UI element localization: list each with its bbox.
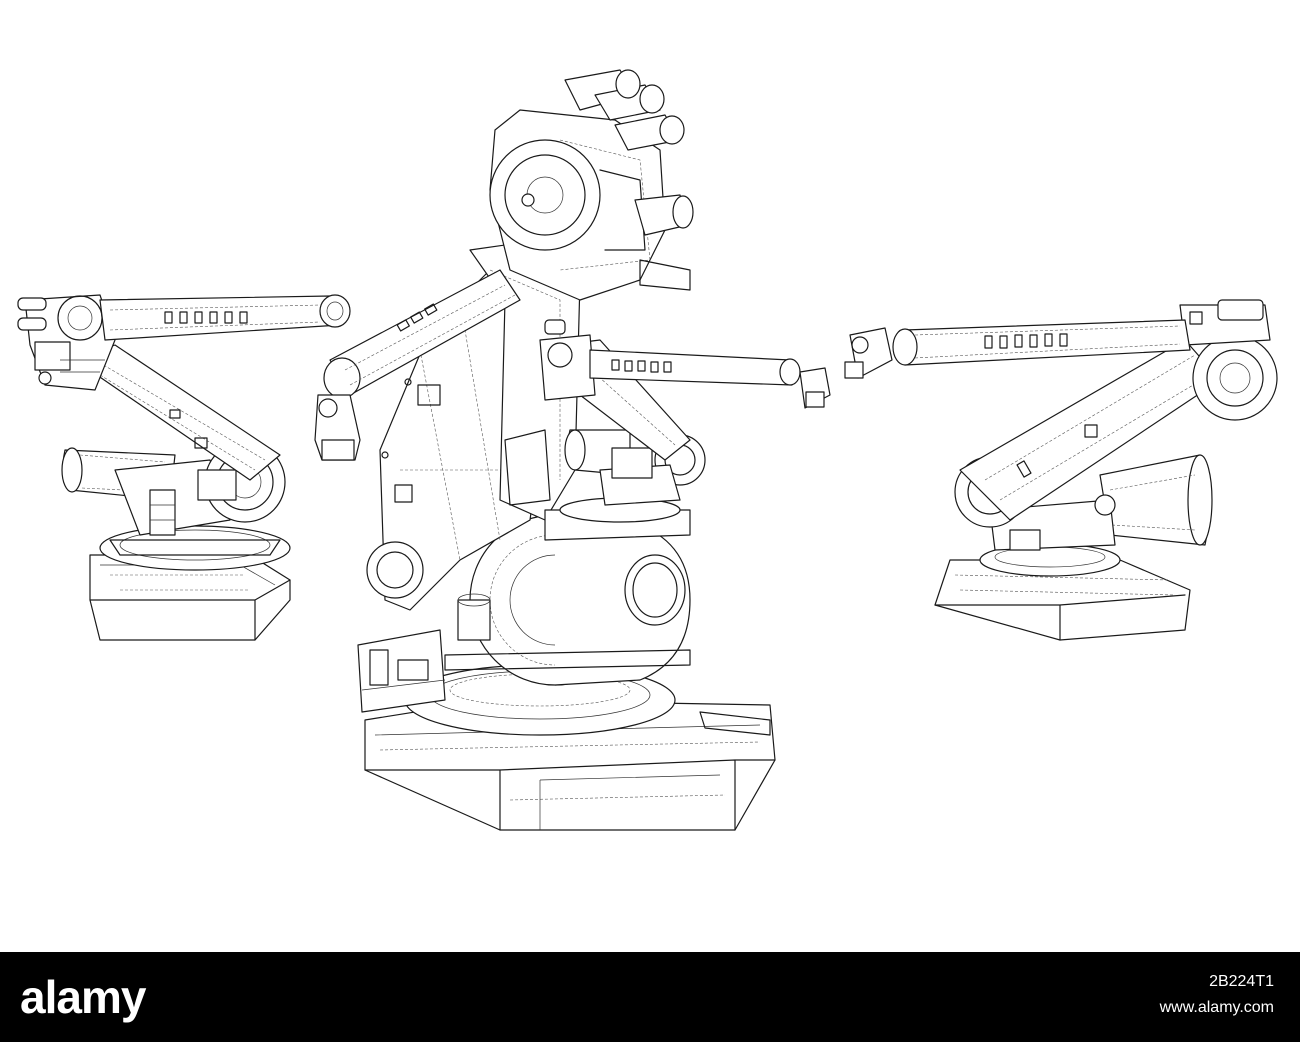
center-right-robot-arm	[539, 319, 831, 541]
watermark-footer-bar: alamy 2B224T1 www.alamy.com	[0, 952, 1300, 1042]
image-id-label: 2B224T1	[1209, 973, 1274, 990]
alamy-logo: alamy	[20, 971, 146, 1023]
right-robot-arm	[844, 299, 1278, 641]
left-robot-arm	[17, 294, 351, 641]
robot-arms-wireframe-illustration	[17, 69, 1278, 831]
center-robot-arm	[314, 69, 776, 831]
site-url-label: www.alamy.com	[1159, 999, 1274, 1016]
